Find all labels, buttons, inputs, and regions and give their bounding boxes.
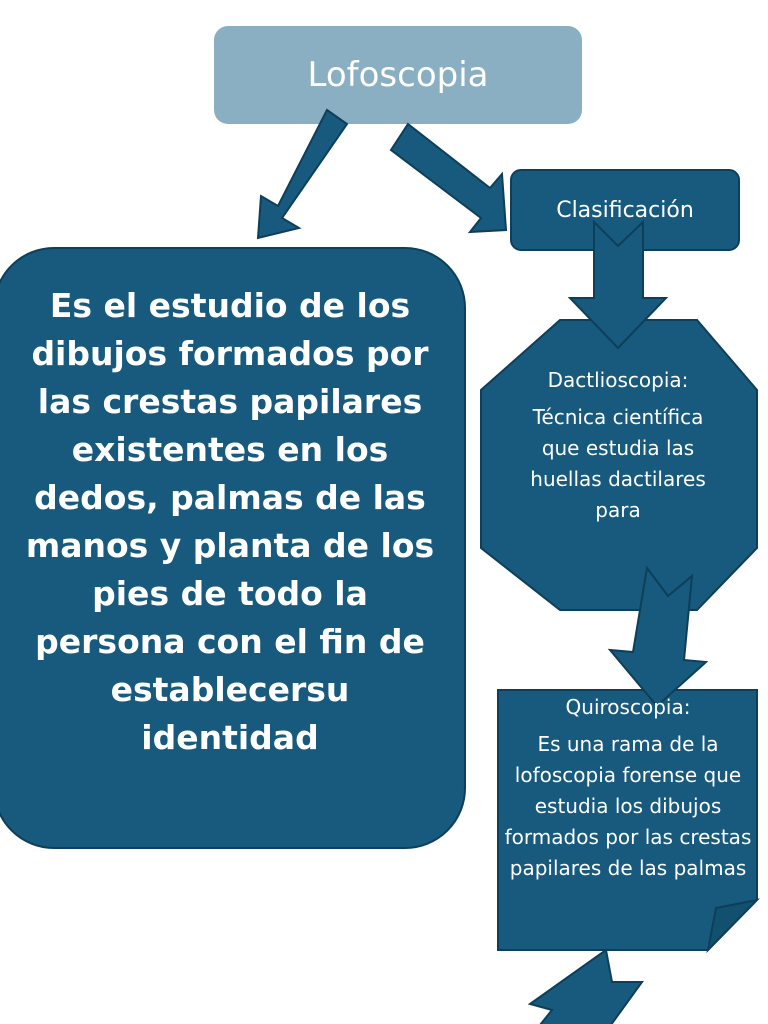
dactiloscopia-description: Técnica científica que estudia las huell… (530, 405, 706, 522)
arrow-quiroscopia-to-next (527, 948, 644, 1024)
dactiloscopia-node-octagon[interactable] (480, 319, 758, 611)
quiroscopia-description: Es una rama de la lofoscopia forense que… (504, 732, 752, 880)
dactiloscopia-node-content: Dactlioscopia: Técnica científica que es… (500, 365, 736, 526)
classification-node-label: Clasificación (556, 197, 694, 223)
dactiloscopia-heading: Dactlioscopia: (547, 368, 689, 392)
title-node-box[interactable] (214, 26, 582, 124)
arrow-classification-to-dactiloscopia (567, 219, 669, 350)
definition-node-box[interactable] (0, 247, 466, 849)
quiroscopia-heading: Quiroscopia: (565, 695, 691, 719)
quiroscopia-node-content: Quiroscopia: Es una rama de la lofoscopi… (500, 692, 756, 898)
arrow-dactiloscopia-to-quiroscopia (607, 565, 709, 708)
title-node-label: Lofoscopia (307, 55, 489, 95)
arrow-title-to-definition (256, 108, 349, 240)
definition-node-text: Es el estudio de los dibujos formados po… (25, 286, 435, 757)
arrow-title-to-classification (389, 122, 508, 234)
folded-corner (706, 898, 760, 954)
